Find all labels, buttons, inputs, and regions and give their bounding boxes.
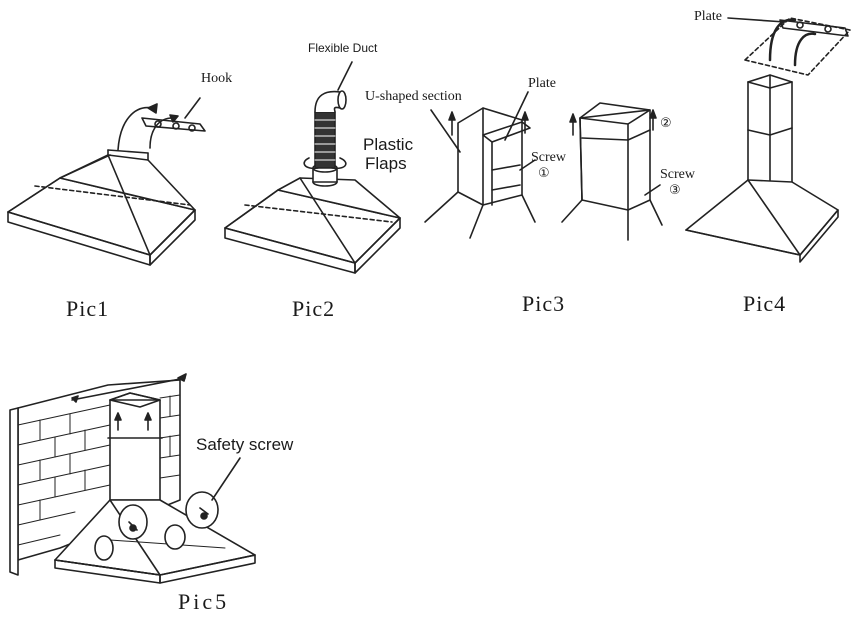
pic2-caption: Pic2	[292, 296, 336, 321]
pic3-left-chimney	[424, 91, 536, 239]
pic4-hood	[685, 74, 839, 263]
pic1-hood	[7, 149, 196, 266]
pic2-hood	[224, 177, 401, 274]
pic4-plate-label: Plate	[694, 9, 722, 24]
safety-screw-label: Safety screw	[196, 435, 294, 454]
pic3-plate-label: Plate	[528, 76, 556, 91]
pic2-flexible-duct	[303, 61, 353, 187]
step-3-marker: ③	[669, 183, 681, 198]
pic4-plate	[727, 17, 851, 76]
pic3-caption: Pic3	[522, 291, 566, 316]
step-2-marker: ②	[660, 116, 672, 131]
pic1-hook-bracket	[117, 97, 206, 151]
plastic-flaps-label-line1: Plastic	[363, 135, 414, 154]
flexible-duct-label: Flexible Duct	[308, 41, 378, 55]
pic3-screw-step3-label: Screw	[660, 167, 695, 182]
pic3-right-chimney	[561, 102, 663, 241]
pic3-screw-label: Screw	[531, 150, 566, 165]
hook-label: Hook	[201, 71, 233, 86]
step-1-marker: ①	[538, 166, 550, 181]
pic5-caption: Pic5	[178, 589, 230, 614]
u-shaped-section-label: U-shaped section	[365, 89, 462, 104]
pic1-caption: Pic1	[66, 296, 110, 321]
pic4-caption: Pic4	[743, 291, 787, 316]
pic5-hood	[54, 392, 256, 584]
plastic-flaps-label-line2: Flaps	[365, 154, 407, 173]
